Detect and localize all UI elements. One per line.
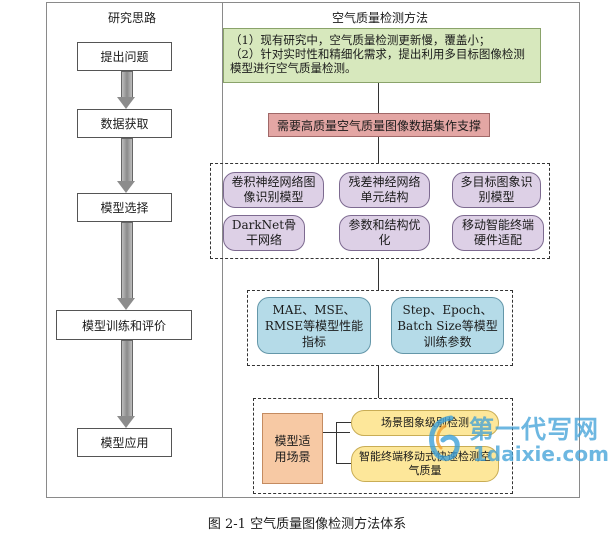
connector-3	[378, 259, 379, 290]
step-data-acquisition: 数据获取	[77, 109, 172, 138]
scenario-mobile-detection: 智能终端移动式快速检测空气质量	[351, 446, 499, 482]
training-evaluation-group	[247, 290, 513, 366]
outer-frame	[46, 2, 580, 498]
connector-4	[378, 366, 379, 398]
problem-line-2: （2）针对实时性和精细化需求，提出利用多目标图像检测模型进行空气质量检测。	[230, 47, 525, 75]
application-scenario-label: 模型适用场景	[262, 413, 323, 484]
model-cnn: 卷积神经网络图像识别模型	[223, 172, 324, 208]
step-model-training-evaluation: 模型训练和评价	[56, 310, 192, 340]
flow-arrow-4	[117, 340, 135, 428]
step-model-selection: 模型选择	[77, 193, 172, 222]
figure-caption: 图 2-1 空气质量图像检测方法体系	[207, 517, 407, 532]
left-column-title: 研究思路	[107, 11, 156, 25]
application-group	[253, 398, 513, 494]
model-multi-target: 多目标图象识别模型	[452, 172, 541, 208]
problem-line-1: （1）现有研究中，空气质量检测更新慢，覆盖小；	[230, 33, 491, 47]
model-param-optimization: 参数和结构优化	[339, 215, 430, 251]
right-column-title: 空气质量检测方法	[331, 11, 428, 25]
scenario-branch-v	[336, 422, 337, 464]
flow-arrow-3	[117, 222, 135, 310]
connector-2	[378, 137, 379, 163]
column-divider	[222, 2, 223, 498]
model-resnet: 残差神经网络单元结构	[339, 172, 430, 208]
metrics-box: MAE、MSE、RMSE等模型性能指标	[257, 297, 371, 354]
model-mobile-adaptation: 移动智能终端硬件适配	[452, 215, 544, 251]
model-selection-group	[210, 163, 550, 259]
flow-arrow-1	[117, 71, 135, 109]
scenario-image-detection: 场景图象级别检测	[351, 410, 499, 436]
model-darknet: DarkNet骨干网络	[223, 215, 305, 251]
training-params-box: Step、Epoch、Batch Size等模型训练参数	[391, 297, 504, 354]
scenario-branch-top	[336, 422, 352, 423]
flow-arrow-2	[117, 138, 135, 193]
problem-statement-box: （1）现有研究中，空气质量检测更新慢，覆盖小； （2）针对实时性和精细化需求，提…	[223, 28, 541, 83]
step-model-application: 模型应用	[77, 428, 172, 457]
connector-1	[378, 83, 379, 113]
data-support-box: 需要高质量空气质量图像数据集作支撑	[268, 113, 490, 137]
step-raise-question: 提出问题	[77, 42, 172, 71]
scenario-branch-bottom	[336, 463, 352, 464]
